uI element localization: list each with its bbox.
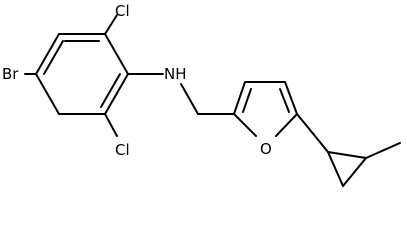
- bond-c3-cl-bottom: [104, 113, 118, 137]
- bond-furan-o-c2: [233, 113, 257, 137]
- chemical-structure-diagram: Cl Cl Br NH O: [2, 2, 401, 187]
- bond-c1-cl-top: [104, 14, 118, 35]
- bond-ring-c4-c5: [35, 73, 60, 115]
- double-bond-furan-left: [242, 88, 252, 113]
- furan-ring: [233, 81, 298, 137]
- double-bond-furan-right: [279, 88, 290, 113]
- bond-furan-c5-o: [275, 113, 298, 137]
- bond-cyclopropyl-methyl: [365, 142, 401, 159]
- double-bond-left: [43, 40, 64, 75]
- cyclopropane-ring: [327, 151, 367, 187]
- double-bond-right: [100, 73, 121, 108]
- bond-ring-c2-c3: [104, 73, 129, 115]
- atom-label-cl-bottom: Cl: [115, 141, 130, 159]
- atom-label-nh: NH: [164, 65, 187, 83]
- bond-cp-a-b: [327, 151, 344, 187]
- bond-furan-c2-c3: [233, 81, 246, 115]
- bond-cp-b-c: [342, 157, 367, 187]
- atom-label-o: O: [260, 140, 272, 158]
- atom-label-cl-top: Cl: [115, 2, 130, 20]
- bond-ring-c5-c6: [35, 33, 60, 75]
- benzene-ring: [35, 33, 129, 115]
- bond-ring-c1-c2: [104, 33, 129, 75]
- bond-cp-c-a: [327, 151, 367, 159]
- bond-furan-cyclopropyl: [296, 113, 329, 153]
- bond-nh-ch2: [180, 83, 199, 115]
- atom-label-br: Br: [2, 65, 19, 83]
- bond-furan-c4-c5: [284, 81, 298, 115]
